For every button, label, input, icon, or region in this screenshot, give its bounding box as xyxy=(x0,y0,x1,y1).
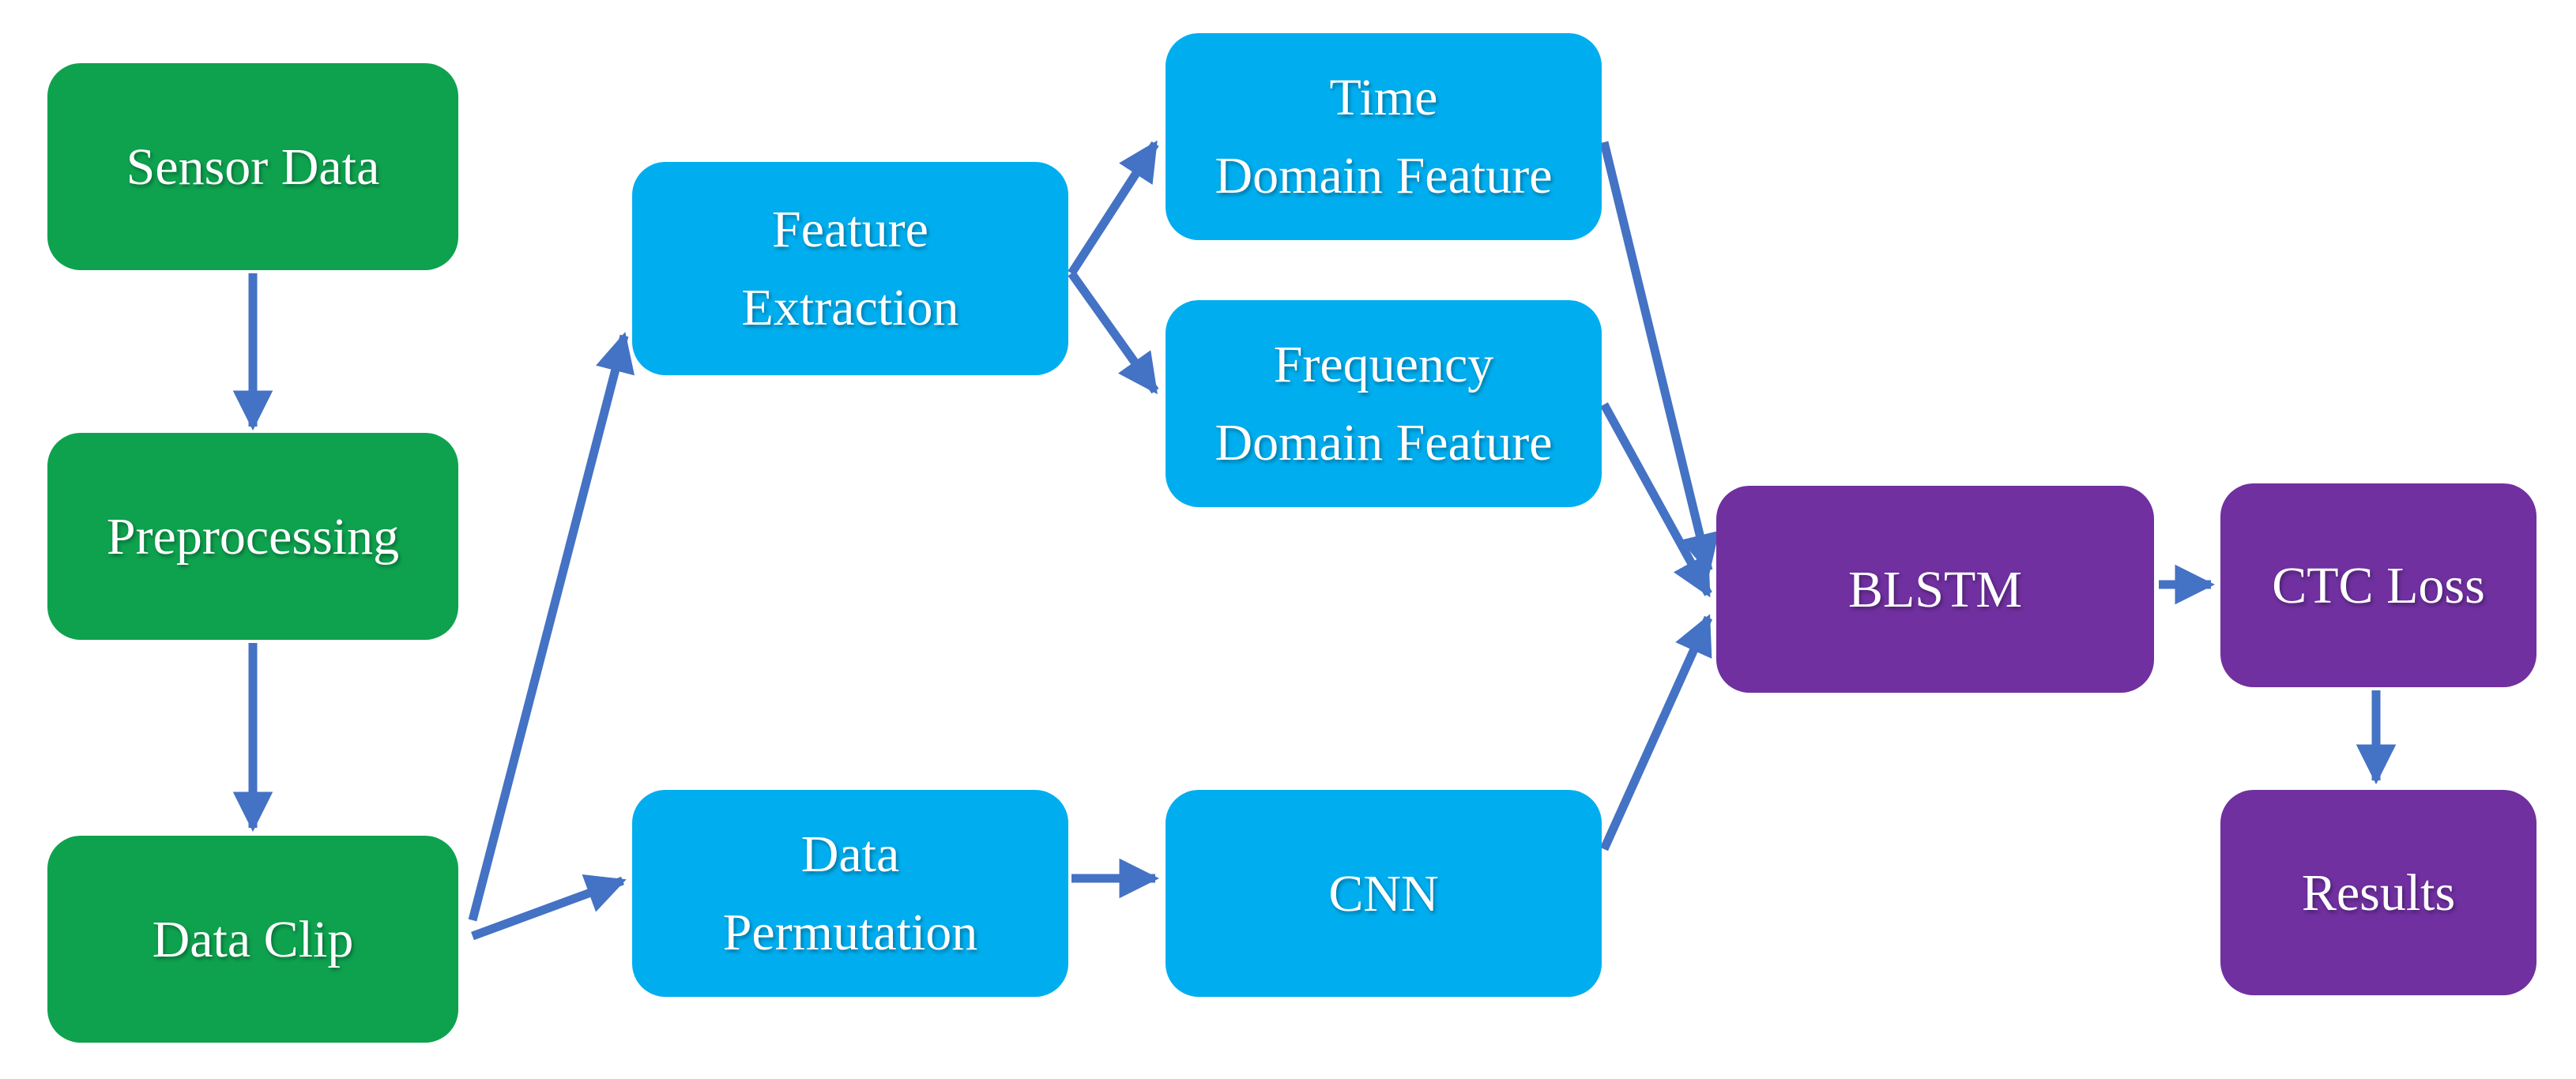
edge-feature-extraction-to-frequency-domain-feature xyxy=(1068,270,1159,395)
node-cnn-label: CNN xyxy=(1328,864,1439,923)
node-time-domain-feature-label: Time Domain Feature xyxy=(1215,69,1553,205)
node-data-clip-label: Data Clip xyxy=(152,910,354,968)
node-ctc-loss-label: CTC Loss xyxy=(2272,556,2485,615)
node-sensor-data: Sensor Data xyxy=(47,63,458,270)
node-results-label: Results xyxy=(2301,863,2456,922)
node-feature-extraction: Feature Extraction xyxy=(632,162,1068,375)
node-frequency-domain-feature-label: Frequency Domain Feature xyxy=(1215,336,1553,472)
node-preprocessing-label: Preprocessing xyxy=(106,507,400,566)
edge-data-clip-to-data-permutation xyxy=(471,874,627,941)
node-results: Results xyxy=(2220,790,2536,995)
node-sensor-data-label: Sensor Data xyxy=(126,137,380,196)
node-frequency-domain-feature: Frequency Domain Feature xyxy=(1166,300,1602,507)
edge-frequency-domain-feature-to-blstm xyxy=(1600,402,1712,598)
node-feature-extraction-label: Feature Extraction xyxy=(741,201,959,336)
node-ctc-loss: CTC Loss xyxy=(2220,483,2536,687)
node-blstm-label: BLSTM xyxy=(1847,560,2023,618)
edge-cnn-to-blstm xyxy=(1599,614,1713,852)
node-data-permutation: Data Permutation xyxy=(632,790,1068,997)
edge-feature-extraction-to-time-domain-feature xyxy=(1068,140,1159,276)
node-preprocessing: Preprocessing xyxy=(47,433,458,640)
edge-data-clip-to-feature-extraction xyxy=(468,332,635,922)
node-data-permutation-label: Data Permutation xyxy=(722,825,978,961)
node-data-clip: Data Clip xyxy=(47,836,458,1043)
node-cnn: CNN xyxy=(1166,790,1602,997)
edge-time-domain-feature-to-blstm xyxy=(1599,141,1719,574)
node-time-domain-feature: Time Domain Feature xyxy=(1166,33,1602,240)
node-blstm: BLSTM xyxy=(1716,486,2154,693)
